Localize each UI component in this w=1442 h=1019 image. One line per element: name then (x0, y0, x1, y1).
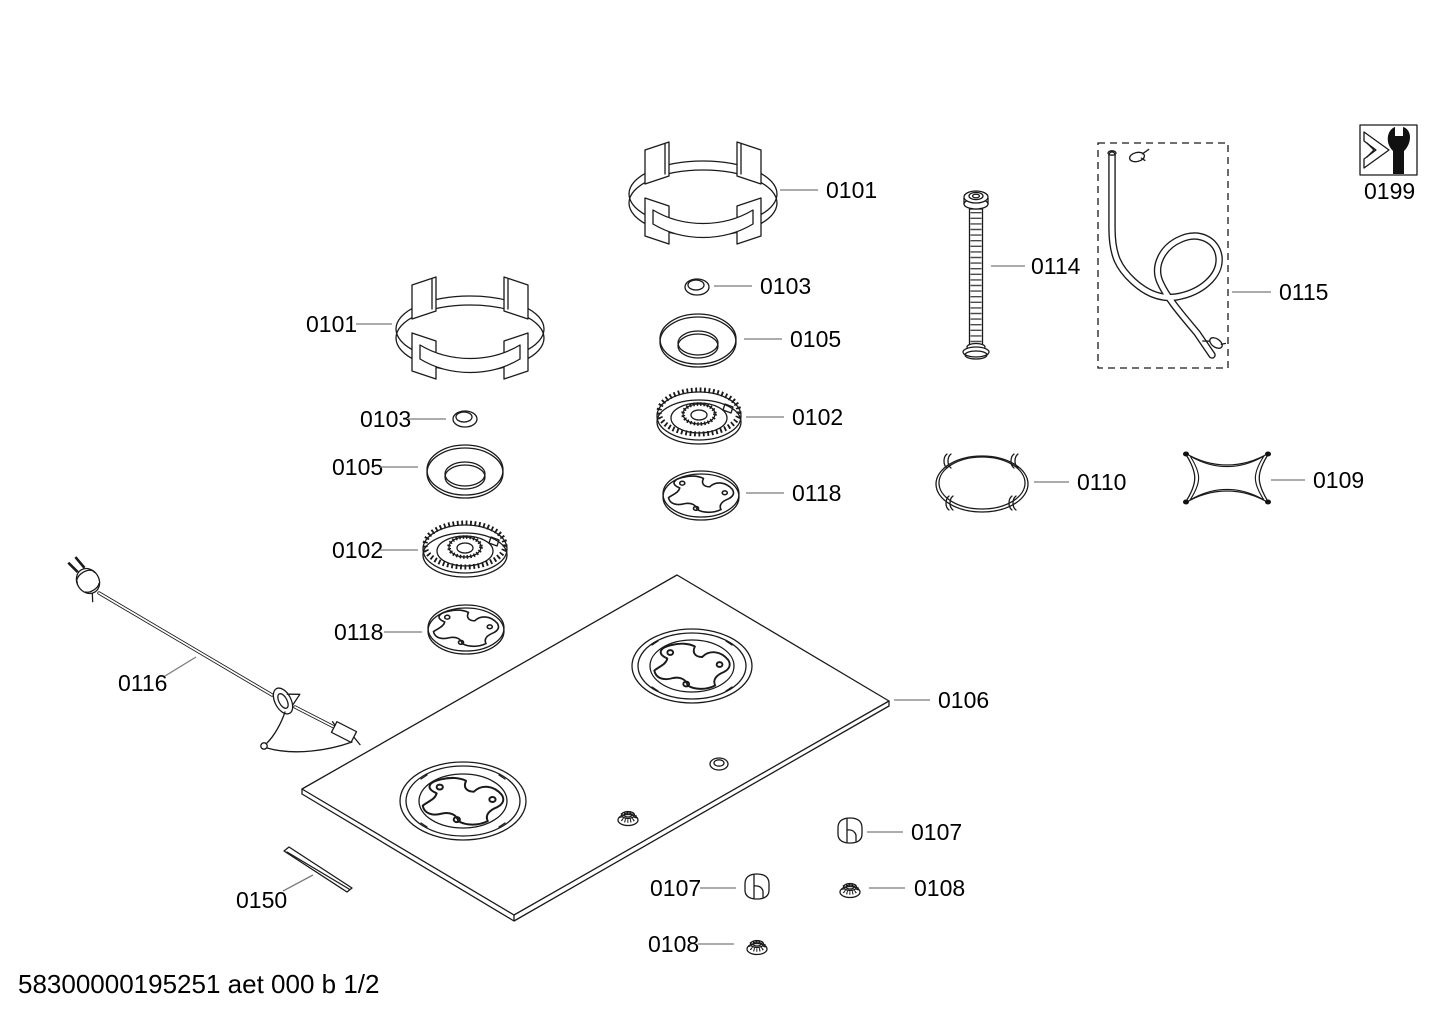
part-pipe-kit (1097, 142, 1229, 369)
service-wrench-icon (1359, 124, 1418, 176)
part-burner-middle (657, 390, 741, 444)
pipe-kit-dashed-box (1097, 142, 1229, 369)
part-plate-left (428, 605, 504, 654)
pipe-clamp-top (1128, 148, 1150, 163)
cord-grommet (272, 687, 301, 715)
callout-cross-support: 0109 (1313, 467, 1364, 493)
callout-power-cord: 0116 (118, 670, 167, 696)
callout-plate-left: 0118 (334, 619, 383, 645)
part-cross-support (1183, 451, 1271, 505)
cooktop-hole-right (709, 757, 729, 771)
document-code: 58300000195251 aet 000 b 1/2 (18, 969, 379, 999)
part-power-cord (67, 556, 361, 753)
cooktop-burner-ring-front (399, 761, 527, 841)
part-ring-middle (659, 313, 737, 368)
leader-power-cord (164, 656, 197, 677)
pipe-clamp-bottom (1202, 337, 1227, 349)
cooktop-burner-ring-rear (631, 628, 753, 704)
part-ring-left (426, 444, 504, 499)
callout-strip: 0150 (236, 887, 287, 913)
callout-hose: 0114 (1031, 253, 1081, 279)
callout-burner-left: 0102 (332, 537, 383, 563)
part-cap-middle (684, 278, 710, 296)
callout-cooktop: 0106 (938, 687, 989, 713)
callout-knob-left: 0107 (650, 875, 701, 901)
callout-cap-mid: 0103 (760, 273, 811, 299)
part-knob-left (744, 873, 770, 900)
part-cooktop-panel (301, 574, 890, 922)
part-strip (283, 846, 353, 893)
callout-grate-mid: 0101 (826, 177, 877, 203)
leader-strip (282, 874, 314, 892)
callout-plate-mid: 0118 (792, 480, 841, 506)
part-burner-left (423, 523, 507, 577)
callout-service: 0199 (1364, 178, 1415, 204)
callout-knob-right: 0107 (911, 819, 962, 845)
part-flex-hose (962, 190, 990, 360)
callout-wok-ring: 0110 (1077, 469, 1126, 495)
part-pan-support-middle (628, 141, 778, 245)
part-wok-ring (935, 453, 1029, 513)
callout-pipe-kit: 0115 (1279, 279, 1328, 305)
callout-cap-left: 0103 (360, 406, 411, 432)
part-nut-left (745, 938, 769, 957)
callout-nut-left: 0108 (648, 931, 699, 957)
part-plate-middle (663, 471, 739, 520)
part-cap-left (452, 410, 478, 428)
callout-burner-mid: 0102 (792, 404, 843, 430)
callout-nut-right: 0108 (914, 875, 965, 901)
part-pan-support-left (395, 276, 545, 380)
callout-ring-mid: 0105 (790, 326, 841, 352)
cord-igniter-plug (330, 720, 361, 746)
callout-ring-left: 0105 (332, 454, 383, 480)
part-knob-right (837, 817, 863, 844)
part-nut-right (838, 881, 862, 900)
callout-grate-left: 0101 (306, 311, 357, 337)
